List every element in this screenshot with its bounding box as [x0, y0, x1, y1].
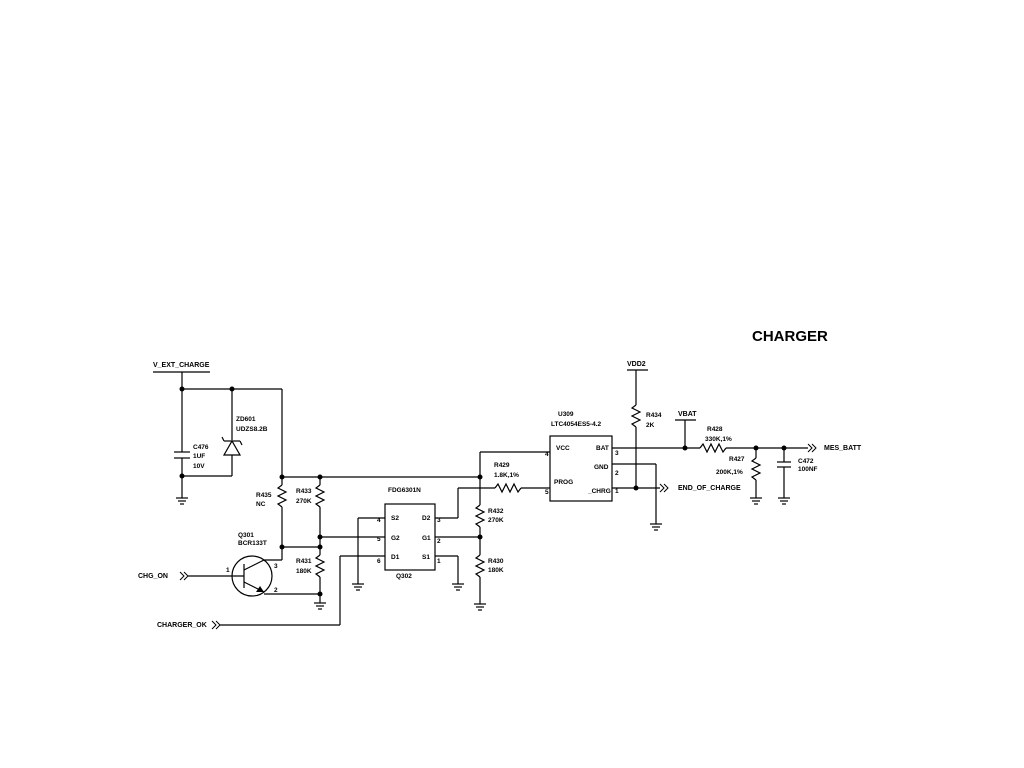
u309-chrg: _CHRG	[587, 488, 611, 495]
end-of-charge-port-arrow	[659, 483, 669, 493]
r431-value: 180K	[296, 568, 312, 575]
q302-pin-s1: 1	[437, 558, 441, 565]
q301-ref: Q301	[238, 532, 254, 539]
resistor-r429	[494, 482, 550, 494]
q301-pin2: 2	[274, 587, 278, 594]
u309-part: LTC4054ES5-4.2	[551, 421, 601, 428]
net-label-vdd2: VDD2	[627, 361, 646, 368]
r433-value: 270K	[296, 498, 312, 505]
r434-value: 2K	[646, 422, 655, 429]
r435-value: NC	[256, 501, 266, 508]
u309-pin-prog: 5	[545, 489, 549, 496]
r429-value: 1.8K,1%	[494, 472, 519, 479]
net-label-mes-batt: MES_BATT	[824, 445, 862, 452]
u309-body	[549, 435, 613, 502]
r430-value: 180K	[488, 567, 504, 574]
q301-pin3: 3	[274, 563, 278, 570]
r435-ref: R435	[256, 492, 272, 499]
r430-ref: R430	[488, 558, 504, 565]
q302-pin-s2: 4	[377, 517, 381, 524]
resistor-r434	[630, 370, 642, 488]
q302-d1: D1	[391, 554, 400, 561]
c476-value: 1UF	[193, 453, 205, 460]
u309-bat: BAT	[596, 445, 609, 452]
resistor-r428	[699, 442, 808, 454]
zener-diode-zd601	[221, 389, 243, 476]
q302-ref: Q302	[396, 573, 412, 580]
resistor-r431	[314, 547, 326, 597]
q302-g1: G1	[422, 535, 431, 542]
r431-ref: R431	[296, 558, 312, 565]
r429-ref: R429	[494, 462, 510, 469]
transistor-q301	[188, 547, 320, 597]
q302-pin-d2: 3	[437, 517, 441, 524]
zd601-value: UDZS8.2B	[236, 426, 268, 433]
zd601-ref: ZD601	[236, 416, 256, 423]
q301-pin1: 1	[226, 567, 230, 574]
r428-ref: R428	[707, 426, 723, 433]
r434-ref: R434	[646, 412, 662, 419]
net-label-vbat: VBAT	[678, 411, 697, 418]
capacitor-c476	[174, 389, 190, 476]
c476-rating: 10V	[193, 463, 205, 470]
net-label-charger-ok: CHARGER_OK	[157, 622, 207, 629]
u309-pin-chrg: 1	[615, 488, 619, 495]
u309-pin-gnd: 2	[615, 470, 619, 477]
resistor-r427	[750, 448, 762, 498]
q302-s1: S1	[422, 554, 430, 561]
q302-d2: D2	[422, 515, 431, 522]
resistor-r433	[314, 477, 326, 537]
c472-ref: C472	[798, 458, 814, 465]
chg-on-port-arrow	[179, 571, 189, 581]
r427-ref: R427	[729, 456, 745, 463]
ground-symbol	[352, 583, 364, 591]
q302-pin-g2: 5	[377, 536, 381, 543]
u309-ref: U309	[558, 411, 574, 418]
q302-g2: G2	[391, 535, 400, 542]
c472-value: 100NF	[798, 466, 818, 473]
ground-symbol	[176, 497, 188, 505]
q302-pin-g1: 2	[437, 538, 441, 545]
ground-symbol	[750, 497, 762, 505]
q301-value: BCR133T	[238, 540, 267, 547]
q302-pin-d1: 6	[377, 558, 381, 565]
ground-symbol	[650, 523, 662, 531]
ground-symbol	[778, 497, 790, 505]
u309-prog: PROG	[554, 479, 573, 486]
r427-value: 200K,1%	[716, 469, 743, 476]
ground-symbol	[474, 603, 486, 611]
c476-ref: C476	[193, 444, 209, 451]
ground-symbol	[452, 583, 464, 591]
charger-ok-port-arrow	[211, 620, 221, 630]
u309-pin-bat: 3	[615, 450, 619, 457]
u309-gnd: GND	[594, 464, 609, 471]
r428-value: 330K,1%	[705, 436, 732, 443]
schematic-title: CHARGER	[752, 328, 828, 345]
resistor-r430	[474, 537, 486, 604]
mes-batt-port-arrow	[807, 443, 817, 453]
net-label-chg-on: CHG_ON	[138, 573, 168, 580]
u309-vcc: VCC	[556, 445, 570, 452]
r432-value: 270K	[488, 517, 504, 524]
u309-pin-vcc: 4	[545, 451, 549, 458]
q302-part: FDG6301N	[388, 487, 421, 494]
ground-symbol	[314, 602, 326, 610]
capacitor-c472	[777, 448, 791, 498]
r433-ref: R433	[296, 488, 312, 495]
q302-s2: S2	[391, 515, 399, 522]
r432-ref: R432	[488, 508, 504, 515]
resistor-r432	[474, 477, 486, 537]
resistor-r435	[276, 477, 288, 547]
net-label-end-of-charge: END_OF_CHARGE	[678, 485, 741, 492]
net-label-v-ext-charge: V_EXT_CHARGE	[153, 362, 210, 369]
